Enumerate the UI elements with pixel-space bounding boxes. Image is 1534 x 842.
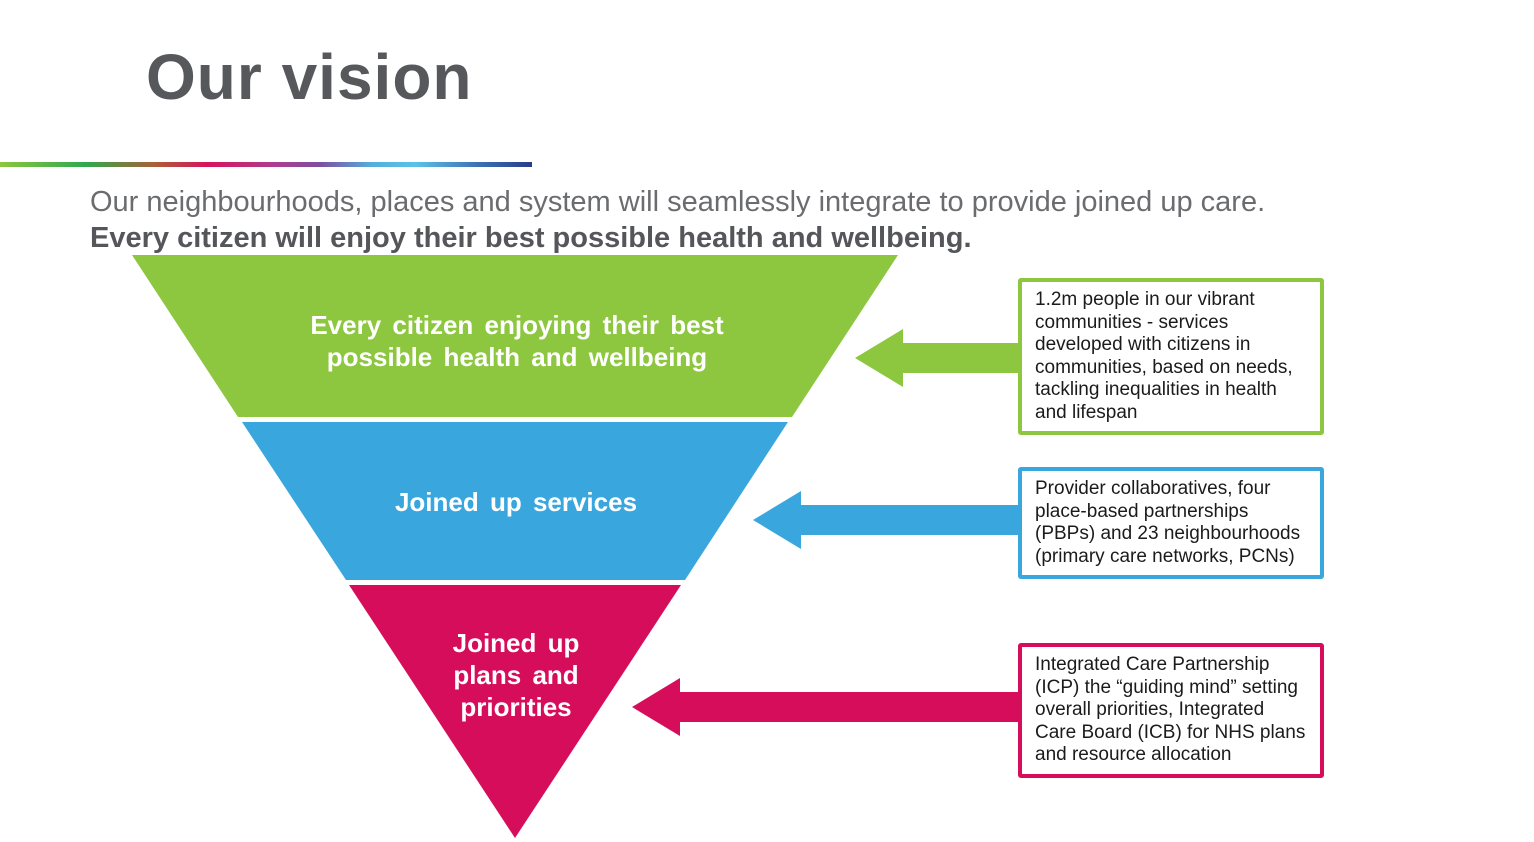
page-title: Our vision bbox=[146, 41, 473, 113]
pyramid-tier-plans bbox=[349, 585, 681, 838]
pyramid-label-citizens: Every citizen enjoying their best possib… bbox=[310, 310, 724, 372]
arrow-left-icon-pink bbox=[632, 678, 1020, 736]
arrow-left-icon-green bbox=[855, 329, 1020, 387]
pyramid-tier-citizens bbox=[132, 255, 898, 417]
annotation-box-citizens: 1.2m people in our vibrant communities -… bbox=[1018, 278, 1324, 435]
subtitle-line1: Our neighbourhoods, places and system wi… bbox=[90, 186, 1266, 218]
pyramid-label-services: Joined up services bbox=[394, 487, 638, 517]
pyramid-label-plans: Joined up plans and priorities bbox=[452, 628, 580, 722]
pyramid-tier-services bbox=[242, 422, 788, 580]
gradient-divider bbox=[0, 162, 532, 167]
arrow-left-icon-blue bbox=[753, 491, 1020, 549]
annotation-box-services: Provider collaboratives, four place-base… bbox=[1018, 467, 1324, 579]
subtitle-line2: Every citizen will enjoy their best poss… bbox=[90, 222, 972, 254]
annotation-box-plans: Integrated Care Partnership (ICP) the “g… bbox=[1018, 643, 1324, 778]
